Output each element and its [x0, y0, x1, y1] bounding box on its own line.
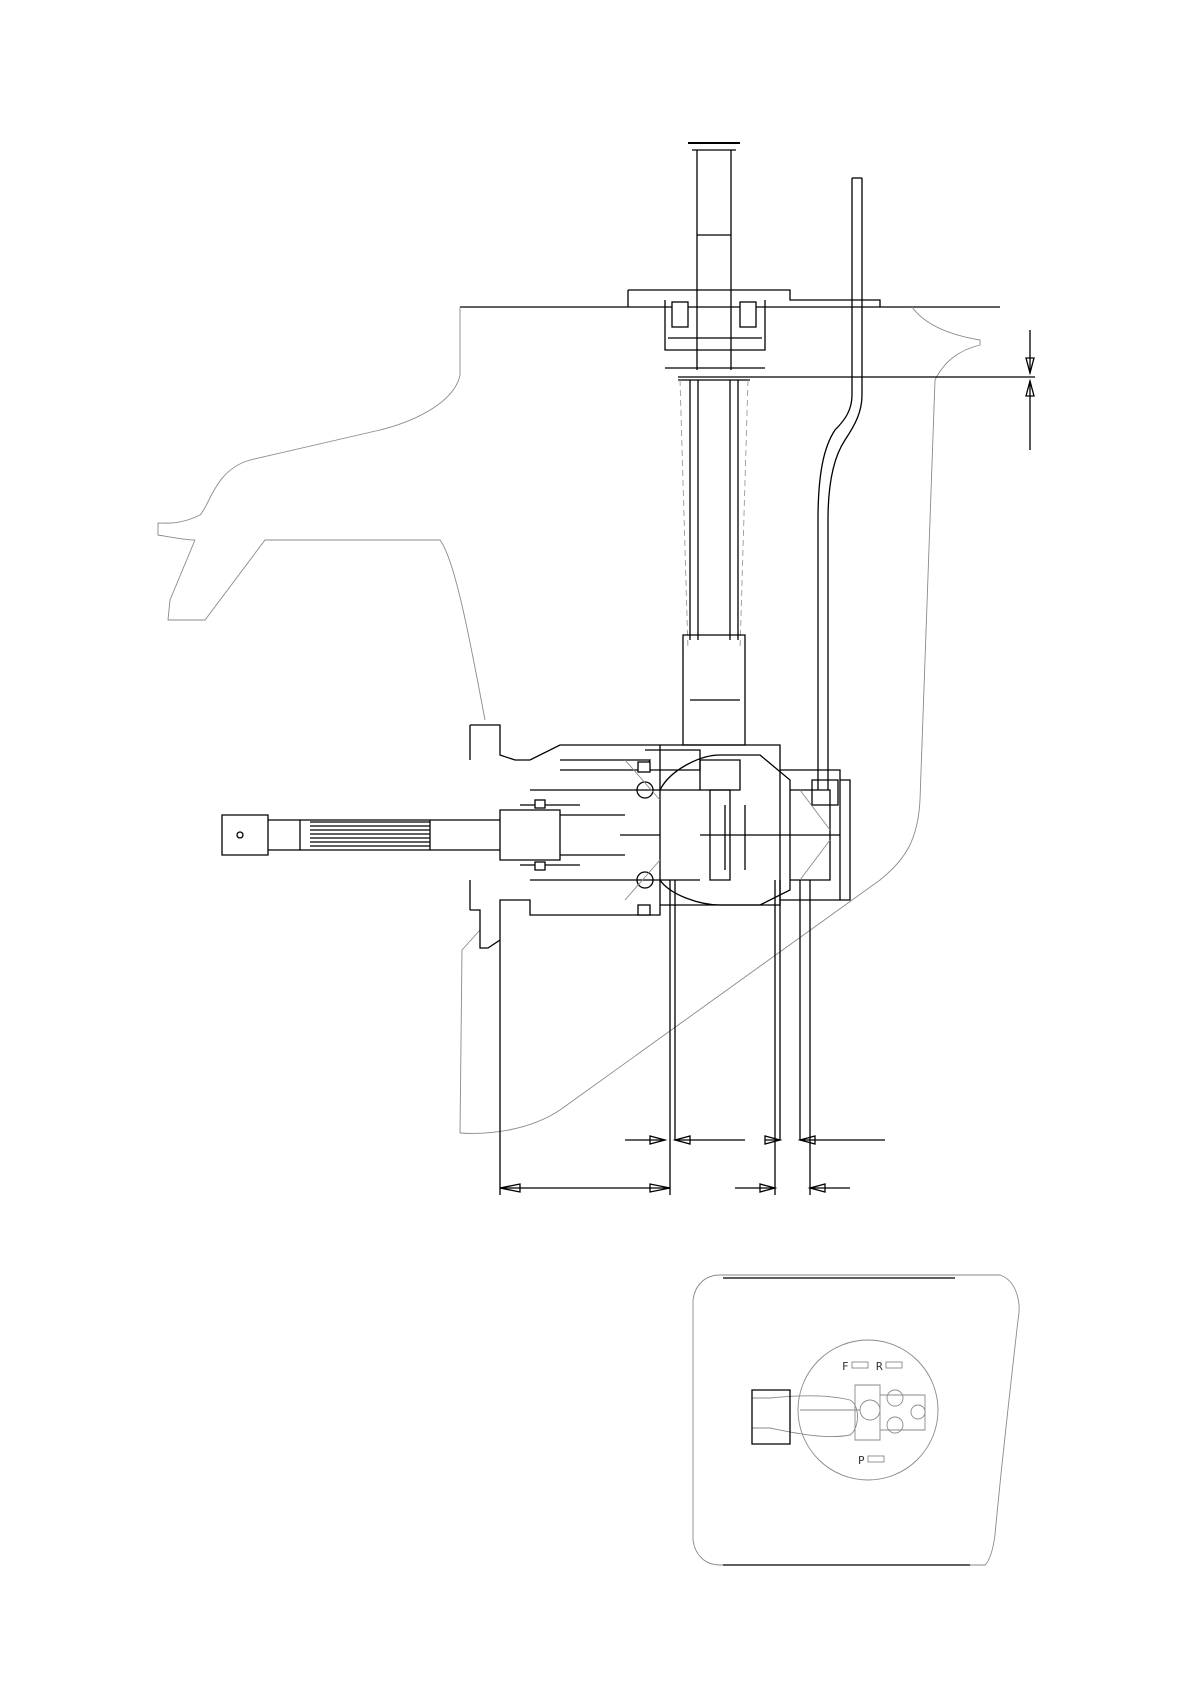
dimension-lines [500, 330, 1035, 1195]
shift-rod [812, 178, 862, 805]
selector-label-f: F [842, 1360, 849, 1373]
selector-label-p: P [858, 1454, 865, 1467]
detail-view: F R P [693, 1275, 1019, 1565]
housing-outline [158, 307, 1000, 1133]
propeller-shaft [222, 800, 625, 870]
gear-case [470, 725, 850, 948]
selector-label-r: R [876, 1360, 883, 1373]
